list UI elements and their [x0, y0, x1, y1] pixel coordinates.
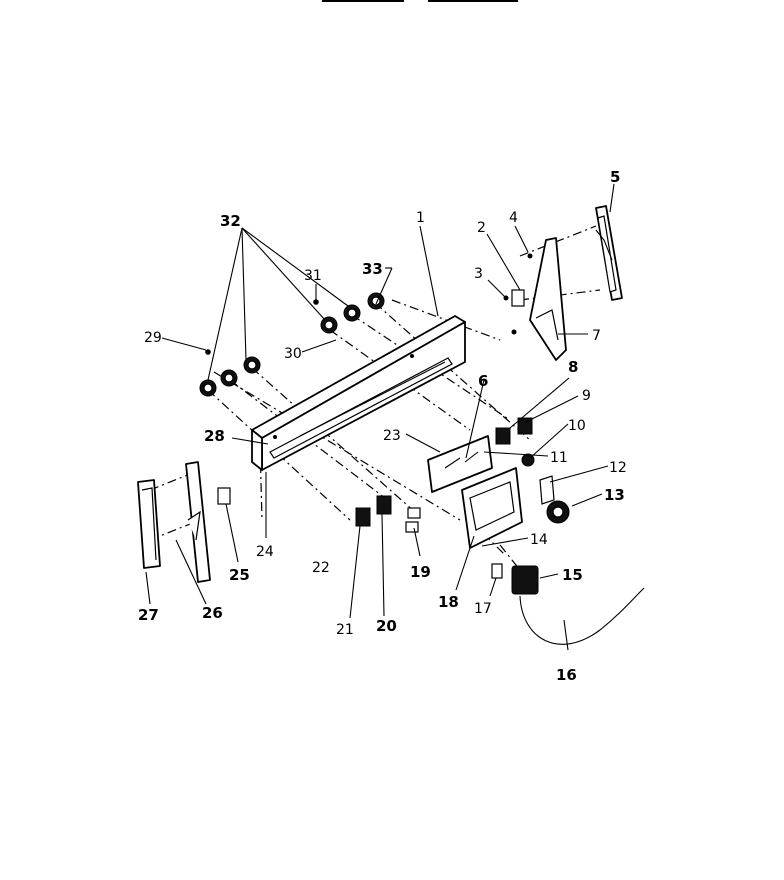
callout-25: 25 [229, 566, 250, 584]
knob-row-right [313, 292, 385, 334]
callout-2: 2 [477, 220, 486, 236]
assembly-lines [149, 225, 601, 571]
callout-18: 18 [438, 593, 459, 611]
callout-15: 15 [562, 566, 583, 584]
callout-10: 10 [568, 418, 586, 434]
callout-5: 5 [610, 168, 620, 186]
control-panel [251, 315, 466, 471]
power-cord [519, 587, 645, 645]
knob-row-left [199, 349, 261, 397]
bracket-screws [503, 253, 533, 335]
callout-28: 28 [204, 427, 225, 445]
small-knobs [491, 417, 570, 595]
callout-7: 7 [592, 328, 601, 344]
callout-19: 19 [410, 563, 431, 581]
left-bracket [185, 461, 231, 583]
callout-9: 9 [582, 388, 591, 404]
callout-22: 22 [312, 560, 330, 576]
callout-27: 27 [138, 606, 159, 624]
callout-31: 31 [304, 268, 322, 284]
callout-leaders [145, 183, 615, 651]
callout-33: 33 [362, 260, 383, 278]
callout-16: 16 [556, 666, 577, 684]
timer-clock [461, 467, 555, 549]
callout-3: 3 [474, 266, 483, 282]
callout-29: 29 [144, 330, 162, 346]
callout-11: 11 [550, 450, 568, 466]
left-end-cap [137, 479, 161, 569]
callout-12: 12 [609, 460, 627, 476]
callout-26: 26 [202, 604, 223, 622]
callout-4: 4 [509, 210, 518, 226]
callout-23: 23 [383, 428, 401, 444]
callout-labels: 1 2 3 4 5 6 7 8 9 10 11 12 13 14 15 16 1… [138, 168, 627, 684]
callout-32: 32 [220, 212, 241, 230]
right-bracket [529, 237, 567, 361]
callout-6: 6 [478, 372, 488, 390]
control-plate [427, 435, 493, 493]
callout-21: 21 [336, 622, 354, 638]
callout-20: 20 [376, 617, 397, 635]
callout-24: 24 [256, 544, 274, 560]
callout-1: 1 [416, 210, 425, 226]
right-end-cap [595, 205, 623, 301]
callout-8: 8 [568, 358, 578, 376]
callout-30: 30 [284, 346, 302, 362]
callout-13: 13 [604, 486, 625, 504]
switches [355, 495, 421, 533]
callout-17: 17 [474, 601, 492, 617]
callout-14: 14 [530, 532, 548, 548]
